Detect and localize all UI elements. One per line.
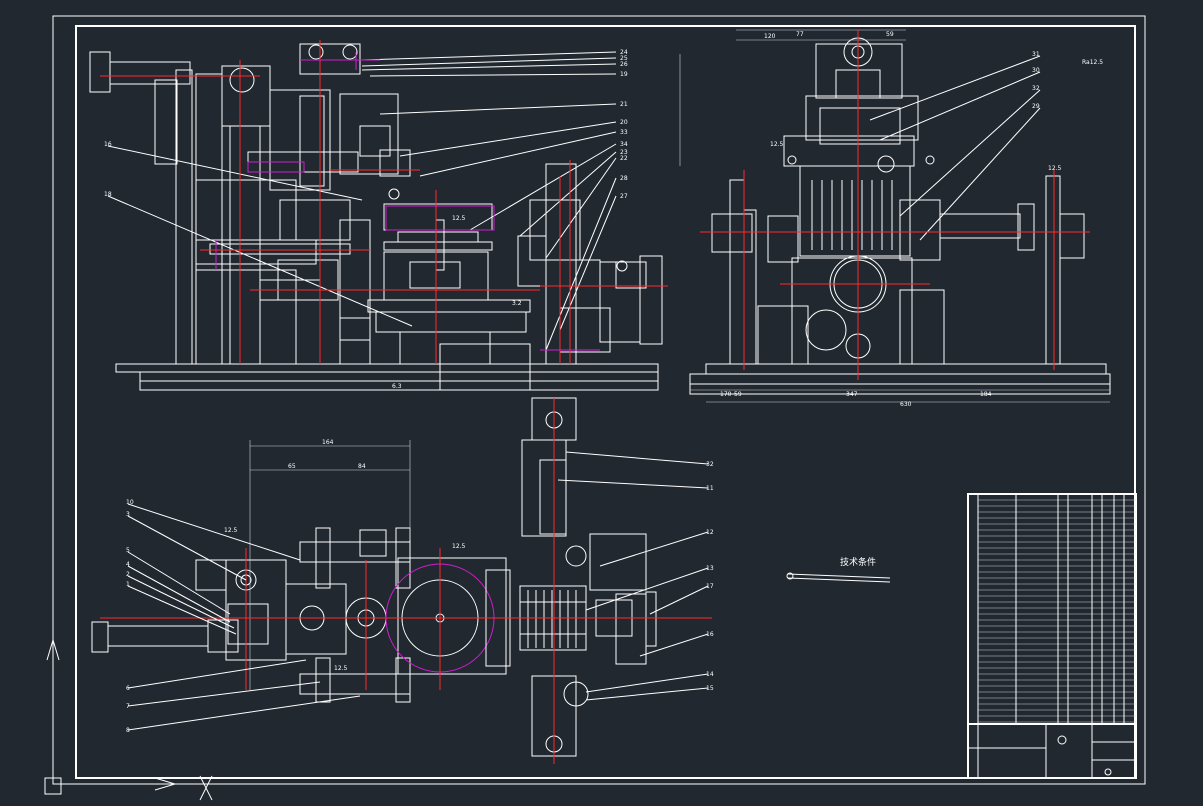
- part-number-label: 16: [104, 141, 112, 148]
- part-number-label: 33: [620, 129, 628, 136]
- part-number-label: 12: [706, 529, 714, 536]
- part-number-label: 30: [1032, 67, 1040, 74]
- part-number-label: 15: [706, 685, 714, 692]
- part-number-label: 32: [706, 461, 714, 468]
- part-number-label: 13: [706, 565, 714, 572]
- part-number-label: 27: [620, 193, 628, 200]
- roughness-note: 12.5: [224, 527, 238, 534]
- part-number-label: 2: [126, 571, 130, 578]
- roughness-note: 12.5: [770, 141, 784, 148]
- part-number-label: 19: [620, 71, 628, 78]
- part-number-label: 3: [126, 511, 130, 518]
- roughness-note: 12.5: [452, 543, 466, 550]
- part-number-label: 31: [1032, 51, 1040, 58]
- part-labels: 2425261921203334232228271618313032293211…: [104, 31, 1040, 734]
- part-number-label: 1: [126, 581, 130, 588]
- tech-req-title: 技术条件: [840, 556, 876, 568]
- svg-text:Ra12.5: Ra12.5: [1082, 59, 1103, 66]
- ucs-icon: [44, 638, 213, 801]
- part-number-label: 6: [126, 685, 130, 692]
- part-number-label: 11: [706, 485, 714, 492]
- part-number-label: 59: [886, 31, 894, 38]
- part-number-label: 32: [1032, 85, 1040, 92]
- part-number-label: 25: [620, 55, 628, 62]
- part-number-label: 170: [720, 391, 732, 398]
- roughness-note: 12.5: [334, 665, 348, 672]
- part-number-label: 630: [900, 401, 912, 408]
- roughness-note: 12.5: [452, 215, 466, 222]
- part-number-label: 5: [126, 547, 130, 554]
- title-block[interactable]: [967, 493, 1137, 779]
- part-number-label: 65: [288, 463, 296, 470]
- part-number-label: 29: [1032, 103, 1040, 110]
- part-number-label: 77: [796, 31, 804, 38]
- roughness-note: 6.3: [392, 383, 402, 390]
- part-number-label: 8: [126, 727, 130, 734]
- part-number-label: 26: [620, 61, 628, 68]
- part-number-label: 10: [126, 499, 134, 506]
- part-number-label: 23: [620, 149, 628, 156]
- part-number-label: 22: [620, 155, 628, 162]
- part-number-label: 164: [322, 439, 334, 446]
- part-number-label: 84: [358, 463, 366, 470]
- part-number-label: 14: [706, 671, 714, 678]
- part-number-label: 17: [706, 583, 714, 590]
- tech-requirements: 技术条件: [786, 556, 891, 583]
- part-number-label: 18: [104, 191, 112, 198]
- part-number-label: 7: [126, 703, 130, 710]
- roughness-main: Ra12.5: [1082, 59, 1103, 66]
- drawing-border: [52, 15, 1146, 785]
- roughness-note: 12.5: [1048, 165, 1062, 172]
- part-number-label: 4: [126, 561, 130, 568]
- part-number-label: 34: [620, 141, 628, 148]
- part-number-label: 16: [706, 631, 714, 638]
- part-number-label: 20: [620, 119, 628, 126]
- front-view: [89, 40, 668, 391]
- part-number-label: 120: [764, 33, 776, 40]
- side-view: [679, 29, 1111, 403]
- top-view: [91, 397, 712, 764]
- roughness-note: 3.2: [512, 300, 522, 307]
- part-number-label: 184: [980, 391, 992, 398]
- part-number-label: 347: [846, 391, 858, 398]
- roughness-symbols: Ra12.5 12.5 12.5 12.5 12.5 12.5 12.5 3.2…: [224, 59, 1103, 672]
- part-number-label: 59: [734, 391, 742, 398]
- part-number-label: 28: [620, 175, 628, 182]
- part-number-label: 21: [620, 101, 628, 108]
- part-number-label: 24: [620, 49, 628, 56]
